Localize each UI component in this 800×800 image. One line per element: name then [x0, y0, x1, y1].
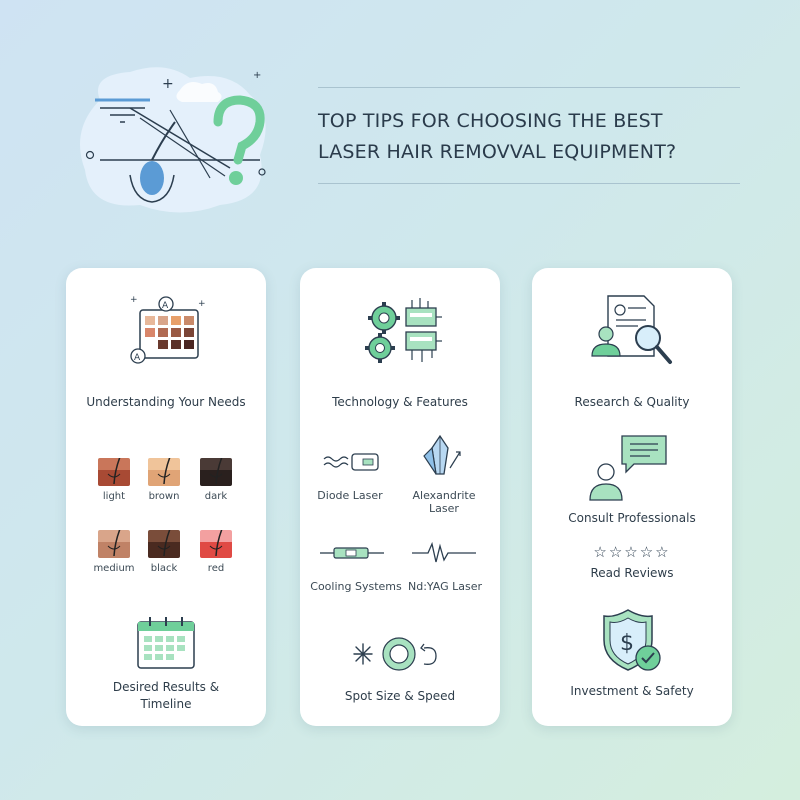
svg-text:+: +: [198, 299, 206, 309]
skin-chart-icon: A A + +: [128, 294, 208, 370]
desired-results-line-2: Timeline: [140, 697, 192, 711]
svg-text:A: A: [162, 301, 169, 311]
consult-chat-icon: [588, 434, 670, 506]
hero-illustration: + +: [70, 60, 280, 220]
read-reviews-label: Read Reviews: [590, 566, 674, 580]
gears-circuit-icon: [360, 292, 444, 372]
page-title: TOP TIPS FOR CHOOSING THE BEST LASER HAI…: [318, 106, 788, 168]
card-title: Technology & Features: [332, 395, 468, 409]
desired-results-line-1: Desired Results &: [112, 680, 220, 694]
investment-safety-label: Investment & Safety: [570, 684, 694, 698]
card-research-quality: Research & Quality Consult Professionals…: [532, 268, 732, 726]
desired-results-label: Desired Results & Timeline: [66, 679, 266, 713]
skin-tone-label: light: [102, 491, 126, 502]
skin-tone-label: black: [150, 563, 178, 574]
header-rule-bottom: [318, 183, 740, 184]
skin-tone-label: brown: [148, 491, 180, 502]
card-title: Understanding Your Needs: [86, 395, 246, 409]
svg-text:A: A: [134, 353, 141, 363]
star-icon: ☆: [608, 543, 625, 561]
spot-size-speed-icon: [352, 634, 442, 678]
header-rule-top: [318, 87, 740, 88]
svg-text:+: +: [130, 295, 138, 305]
svg-text:+: +: [253, 70, 261, 81]
skin-tone-label: red: [207, 563, 225, 574]
ndyag-laser-label: Nd:YAG Laser: [407, 580, 483, 593]
diode-laser-icon: [322, 451, 382, 477]
cooling-systems-label: Cooling Systems: [310, 580, 402, 593]
star-icon: ☆: [639, 543, 656, 561]
skin-tone-swatch: [148, 458, 180, 486]
skin-tone-swatch: [148, 530, 180, 558]
diode-laser-label: Diode Laser: [317, 489, 383, 502]
ndyag-wave-icon: [412, 540, 476, 570]
consult-professionals-label: Consult Professionals: [568, 511, 696, 525]
skin-tone-swatch: [98, 458, 130, 486]
skin-tone-swatch: [200, 458, 232, 486]
star-icon: ☆: [624, 543, 640, 561]
card-title: Research & Quality: [574, 395, 690, 409]
card-technology-features: Technology & Features Diode Laser Alexan…: [300, 268, 500, 726]
skin-tone-label: dark: [204, 491, 228, 502]
alexandrite-crystal-icon: [418, 434, 464, 482]
svg-text:+: +: [162, 76, 174, 92]
spot-size-speed-label: Spot Size & Speed: [344, 689, 456, 703]
skin-tone-swatch: [98, 530, 130, 558]
research-document-icon: [590, 294, 676, 374]
star-rating: ☆☆☆☆☆: [532, 543, 732, 561]
skin-tone-label: medium: [93, 563, 135, 574]
calendar-icon: [136, 614, 196, 674]
title-line-1: TOP TIPS FOR CHOOSING THE BEST: [318, 110, 663, 132]
cooling-system-icon: [320, 545, 384, 564]
title-line-2: LASER HAIR REMOVVAL EQUIPMENT?: [318, 141, 677, 163]
alexandrite-laser-label: Alexandrite Laser: [412, 489, 476, 515]
star-icon: ☆: [593, 543, 609, 561]
star-icon: ☆: [655, 543, 671, 561]
skin-tone-swatch: [200, 530, 232, 558]
shield-dollar-icon: $: [602, 608, 664, 678]
card-understanding-needs: A A + + Understanding Your Needs light br…: [66, 268, 266, 726]
svg-text:$: $: [620, 631, 634, 656]
